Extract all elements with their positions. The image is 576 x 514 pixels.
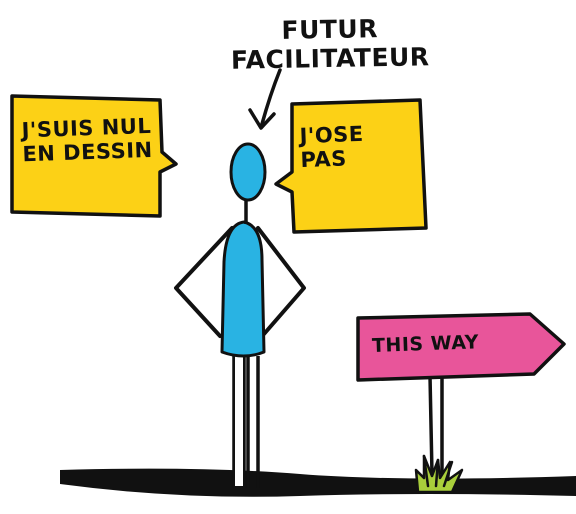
arrow-head <box>248 108 276 130</box>
right-speech-bubble <box>274 98 428 234</box>
figure-right-arm <box>256 226 306 336</box>
right-bubble-text: J'OSE PAS <box>299 120 421 172</box>
figure-body <box>220 220 266 358</box>
figure-title: FUTUR FACILITATEUR <box>230 14 430 75</box>
sign-post <box>428 375 444 475</box>
left-bubble-line-2: EN DESSIN <box>22 138 154 167</box>
left-speech-bubble <box>10 94 178 218</box>
figure-left-leg <box>232 356 246 488</box>
figure-right-leg <box>246 356 260 488</box>
sign-board <box>356 312 566 382</box>
left-bubble-text: J'SUIS NUL EN DESSIN <box>21 114 163 167</box>
right-bubble-line-2: PAS <box>300 146 348 173</box>
figure-left-leg-fill <box>235 356 243 486</box>
ground-line <box>60 468 576 497</box>
figure-head <box>229 142 267 202</box>
figure-left-arm <box>174 226 234 338</box>
grass-blades <box>422 454 454 488</box>
arrow-icon <box>260 68 282 126</box>
